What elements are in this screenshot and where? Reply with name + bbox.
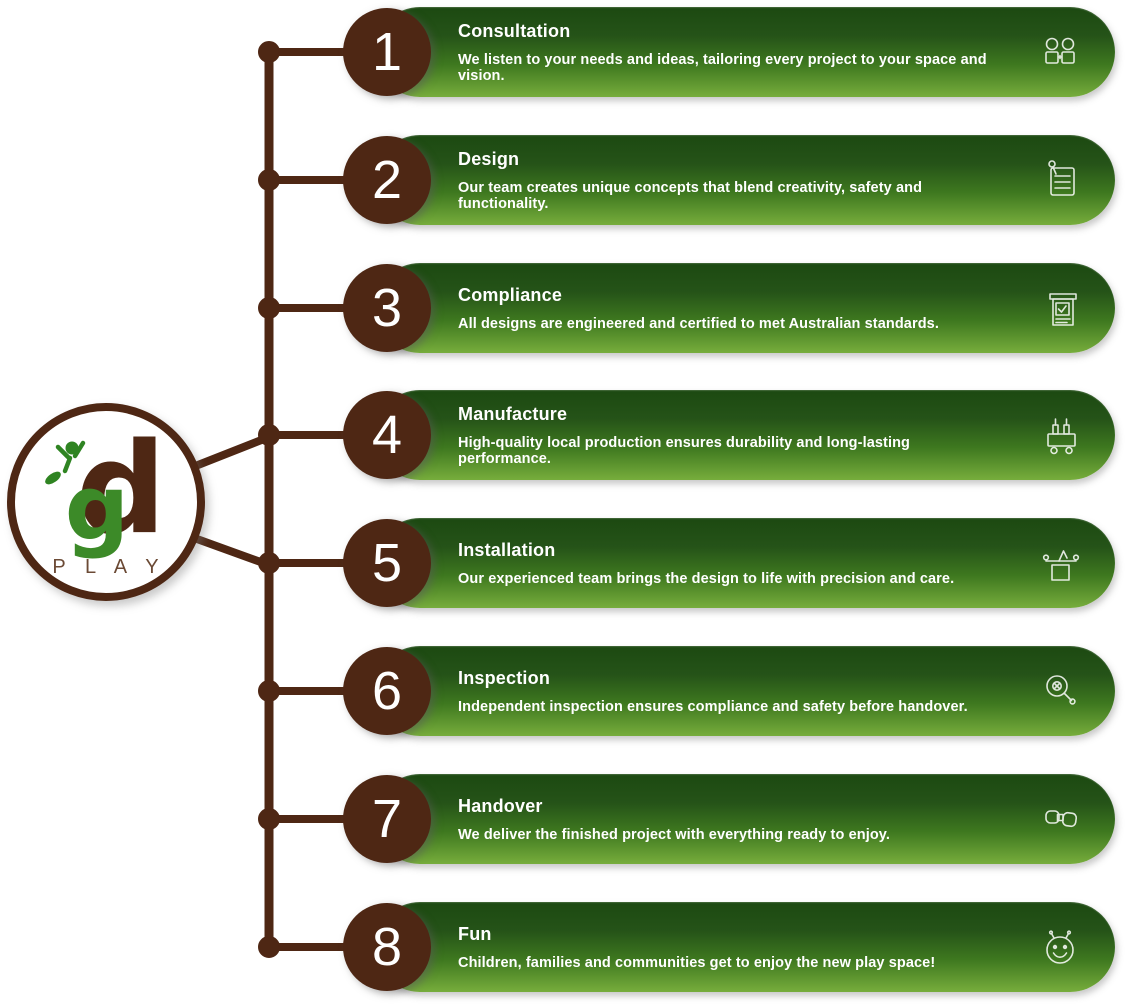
step-title: Handover [458,796,543,816]
step-number-badge: 8 [343,903,431,991]
handover-exchange-icon [1037,796,1083,842]
manufacture-machine-icon [1037,412,1083,458]
logo-connector-lower [193,535,273,569]
timeline-node [258,297,280,319]
step-bar: Installation Our experienced team brings… [375,518,1115,608]
step-number: 3 [371,278,403,338]
step-description: Children, families and communities get t… [458,955,936,971]
step-description: High-quality local production ensures du… [458,435,910,467]
step-bar: Design Our team creates unique concepts … [375,135,1115,225]
step-title: Manufacture [458,404,568,424]
step-number-badge: 3 [343,264,431,352]
fun-smiley-icon [1037,924,1083,970]
step-description: We listen to your needs and ideas, tailo… [458,52,987,84]
step-title: Consultation [458,21,571,41]
step-number: 4 [371,405,403,465]
step-description: We deliver the finished project with eve… [458,827,890,843]
logo-child-figure [45,440,86,485]
step-number: 2 [371,150,403,210]
timeline-node [258,41,280,63]
company-logo: d g P L A Y [7,403,205,601]
step-row-8: Fun Children, families and communities g… [0,902,1126,992]
step-number-badge: 5 [343,519,431,607]
step-bar: Manufacture High-quality local productio… [375,390,1115,480]
step-description: All designs are engineered and certified… [458,316,939,332]
design-notepad-icon [1037,157,1083,203]
compliance-checklist-icon [1037,285,1083,331]
step-bar: Compliance All designs are engineered an… [375,263,1115,353]
step-row-7: Handover We deliver the finished project… [0,774,1126,864]
timeline-node [258,808,280,830]
step-number: 7 [371,789,403,849]
logo-letter-g: g [65,456,129,561]
step-row-6: Inspection Independent inspection ensure… [0,646,1126,736]
step-title: Installation [458,540,556,560]
timeline-node [258,552,280,574]
step-row-3: Compliance All designs are engineered an… [0,263,1126,353]
step-row-4: Manufacture High-quality local productio… [0,390,1126,480]
installation-crane-icon [1037,540,1083,586]
step-row-1: Consultation We listen to your needs and… [0,7,1126,97]
step-title: Compliance [458,285,563,305]
step-number-badge: 6 [343,647,431,735]
step-number: 5 [371,533,403,593]
logo-subtitle: P L A Y [52,556,165,578]
step-title: Design [458,149,520,169]
step-description: Our team creates unique concepts that bl… [458,180,923,212]
timeline-node [258,936,280,958]
step-number: 6 [371,661,403,721]
step-bar: Inspection Independent inspection ensure… [375,646,1115,736]
step-number: 8 [371,917,403,977]
timeline-node [258,169,280,191]
step-number-badge: 1 [343,8,431,96]
step-description: Independent inspection ensures complianc… [458,699,968,715]
step-bar: Fun Children, families and communities g… [375,902,1115,992]
step-row-2: Design Our team creates unique concepts … [0,135,1126,225]
step-title: Fun [458,924,492,944]
timeline-node [258,424,280,446]
timeline-node [258,680,280,702]
step-title: Inspection [458,668,551,688]
logo-connector-upper [194,433,273,469]
logo-letter-d: d [76,415,166,562]
step-number-badge: 7 [343,775,431,863]
step-number-badge: 2 [343,136,431,224]
inspection-magnifier-icon [1037,668,1083,714]
step-number: 1 [371,22,403,82]
step-number-badge: 4 [343,391,431,479]
step-bar: Consultation We listen to your needs and… [375,7,1115,97]
step-description: Our experienced team brings the design t… [458,571,955,587]
step-bar: Handover We deliver the finished project… [375,774,1115,864]
step-row-5: Installation Our experienced team brings… [0,518,1126,608]
consultation-people-icon [1037,29,1083,75]
